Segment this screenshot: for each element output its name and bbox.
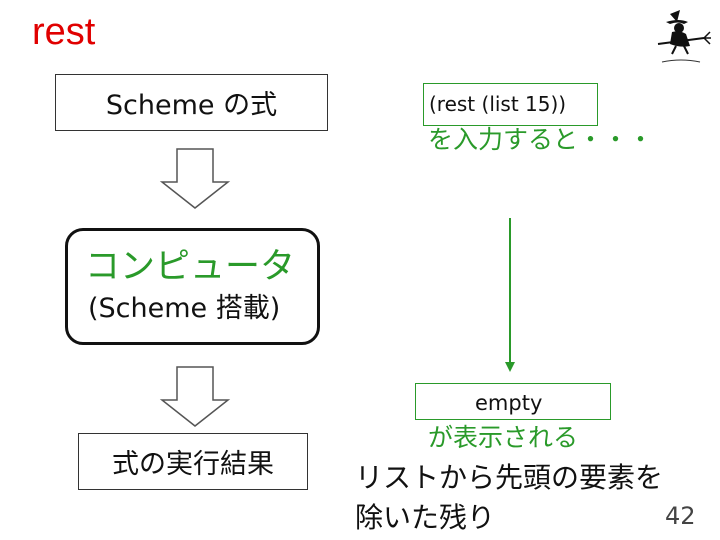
- computer-box: [65, 228, 320, 345]
- output-caption: が表示される: [428, 423, 579, 452]
- flow-arrow: [505, 218, 515, 372]
- witch-on-broom-icon: [657, 10, 711, 63]
- down-arrow-2: [159, 366, 231, 427]
- input-code-box: [423, 83, 598, 126]
- page-number: 42: [665, 502, 696, 530]
- scheme-expression-box: Scheme の式: [55, 74, 328, 131]
- down-arrow-1: [159, 148, 231, 209]
- scheme-expression-label: Scheme の式: [105, 90, 278, 121]
- output-code-box: [415, 383, 611, 420]
- execution-result-box: 式の実行結果: [78, 433, 308, 490]
- description-line-2: 除いた残り: [355, 501, 496, 534]
- input-caption: を入力すると・・・: [428, 125, 654, 154]
- computer-sublabel: (Scheme 搭載): [88, 293, 281, 324]
- computer-label: コンピュータ: [85, 247, 296, 287]
- input-code: (rest (list 15)): [429, 92, 567, 116]
- slide-title: rest: [32, 11, 96, 53]
- output-code: empty: [475, 391, 543, 415]
- execution-result-label: 式の実行結果: [112, 449, 274, 480]
- description-line-1: リストから先頭の要素を: [355, 461, 664, 494]
